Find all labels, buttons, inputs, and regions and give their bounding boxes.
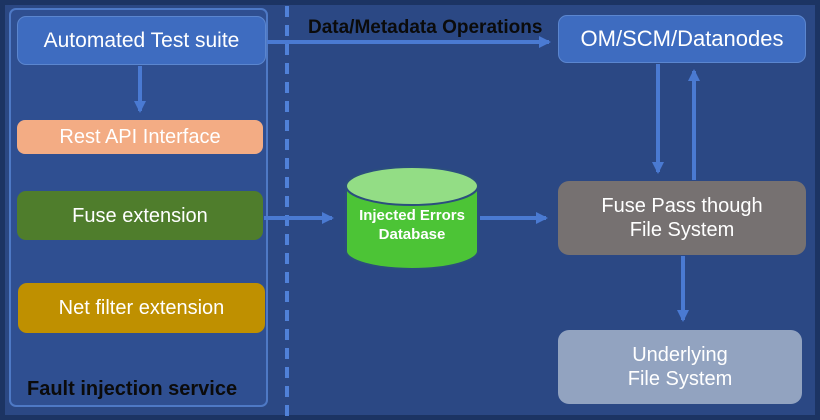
node-underlying-fs-label-line1: Underlying: [632, 344, 728, 366]
data-metadata-operations-label: Data/Metadata Operations: [308, 17, 543, 38]
injected-errors-database-cylinder: [345, 166, 479, 270]
node-automated-test-suite-label: Automated Test suite: [43, 28, 240, 52]
cylinder-top: [345, 166, 479, 206]
node-net-filter-extension-label: Net filter extension: [58, 297, 225, 319]
node-net-filter-extension: Net filter extension: [18, 283, 265, 333]
node-rest-api-interface: Rest API Interface: [17, 120, 263, 154]
node-underlying-fs-label-line2: File System: [627, 368, 733, 390]
node-fuse-extension: Fuse extension: [17, 191, 263, 240]
cylinder-body: [345, 185, 479, 270]
node-fuse-pass-label-line2: File System: [629, 219, 735, 241]
fault-injection-service-label: Fault injection service: [27, 378, 238, 400]
injected-errors-database-label-line2: Database: [378, 226, 446, 243]
node-fuse-pass-though-file-system: Fuse Pass though File System: [558, 181, 806, 255]
injected-errors-database-label: Injected Errors Database: [344, 206, 480, 244]
node-automated-test-suite: Automated Test suite: [17, 16, 266, 65]
injected-errors-database-label-line1: Injected Errors: [359, 207, 465, 224]
node-om-scm-datanodes-label: OM/SCM/Datanodes: [580, 25, 784, 51]
node-fuse-pass-label-line1: Fuse Pass though: [601, 195, 763, 217]
node-underlying-file-system: Underlying File System: [558, 330, 802, 404]
node-om-scm-datanodes: OM/SCM/Datanodes: [558, 15, 806, 63]
node-fuse-extension-label: Fuse extension: [72, 204, 208, 227]
node-rest-api-interface-label: Rest API Interface: [59, 126, 221, 148]
